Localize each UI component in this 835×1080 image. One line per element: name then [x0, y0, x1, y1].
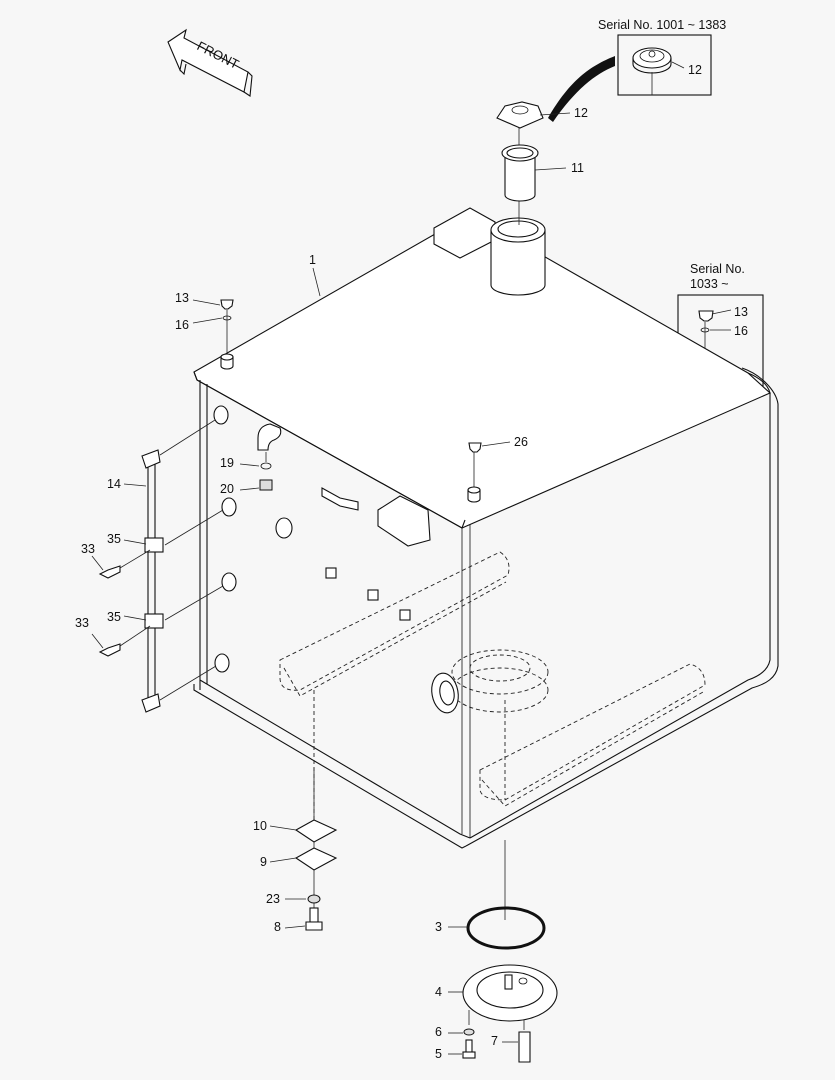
- callout-23: 23: [266, 892, 280, 906]
- air-breather-plug-left: [192, 299, 234, 370]
- drain-plug-part-26: [467, 441, 511, 503]
- callout-10: 10: [253, 819, 267, 833]
- mounting-bosses: [275, 487, 431, 621]
- callout-9: 9: [260, 855, 267, 869]
- callout-33-upper: 33: [81, 542, 95, 556]
- inset-box-serial-1001: [548, 34, 712, 122]
- hydraulic-tank-body: [193, 213, 779, 849]
- mounting-hardware-lower-left: [269, 768, 338, 931]
- strainer-part-11: [501, 144, 567, 225]
- callout-7: 7: [491, 1034, 498, 1048]
- side-flange: [431, 672, 459, 714]
- callout-6: 6: [435, 1025, 442, 1039]
- callout-20: 20: [220, 482, 234, 496]
- callout-8: 8: [274, 920, 281, 934]
- elbow-fitting: [239, 423, 282, 491]
- callout-16-inset: 16: [734, 324, 748, 338]
- callout-3: 3: [435, 920, 442, 934]
- inset-title-serial-1033-line1: Serial No.: [690, 262, 745, 276]
- callout-35-lower: 35: [107, 610, 121, 624]
- callout-26: 26: [514, 435, 528, 449]
- callout-12-inset: 12: [688, 63, 702, 77]
- callout-5: 5: [435, 1047, 442, 1061]
- suction-cover-assembly: [448, 840, 558, 1063]
- inset-title-serial-1033-line2: 1033 ~: [690, 277, 729, 291]
- front-direction-arrow-icon: FRONT: [167, 28, 253, 97]
- callout-11: 11: [571, 161, 584, 175]
- callout-13-left: 13: [175, 291, 189, 305]
- filler-cap-part-12: [496, 101, 571, 145]
- callout-19: 19: [220, 456, 234, 470]
- internal-baffles-hidden: [279, 551, 706, 820]
- inset-title-serial-1001: Serial No. 1001 ~ 1383: [598, 18, 727, 32]
- callout-16-left: 16: [175, 318, 189, 332]
- callout-14: 14: [107, 477, 121, 491]
- callout-33-lower: 33: [75, 616, 89, 630]
- level-gauge-part-14: [91, 405, 237, 713]
- callout-12: 12: [574, 106, 588, 120]
- callout-1: 1: [309, 253, 316, 267]
- callout-4: 4: [435, 985, 442, 999]
- filler-neck: [433, 207, 546, 296]
- callout-35-upper: 35: [107, 532, 121, 546]
- callout-13-inset: 13: [734, 305, 748, 319]
